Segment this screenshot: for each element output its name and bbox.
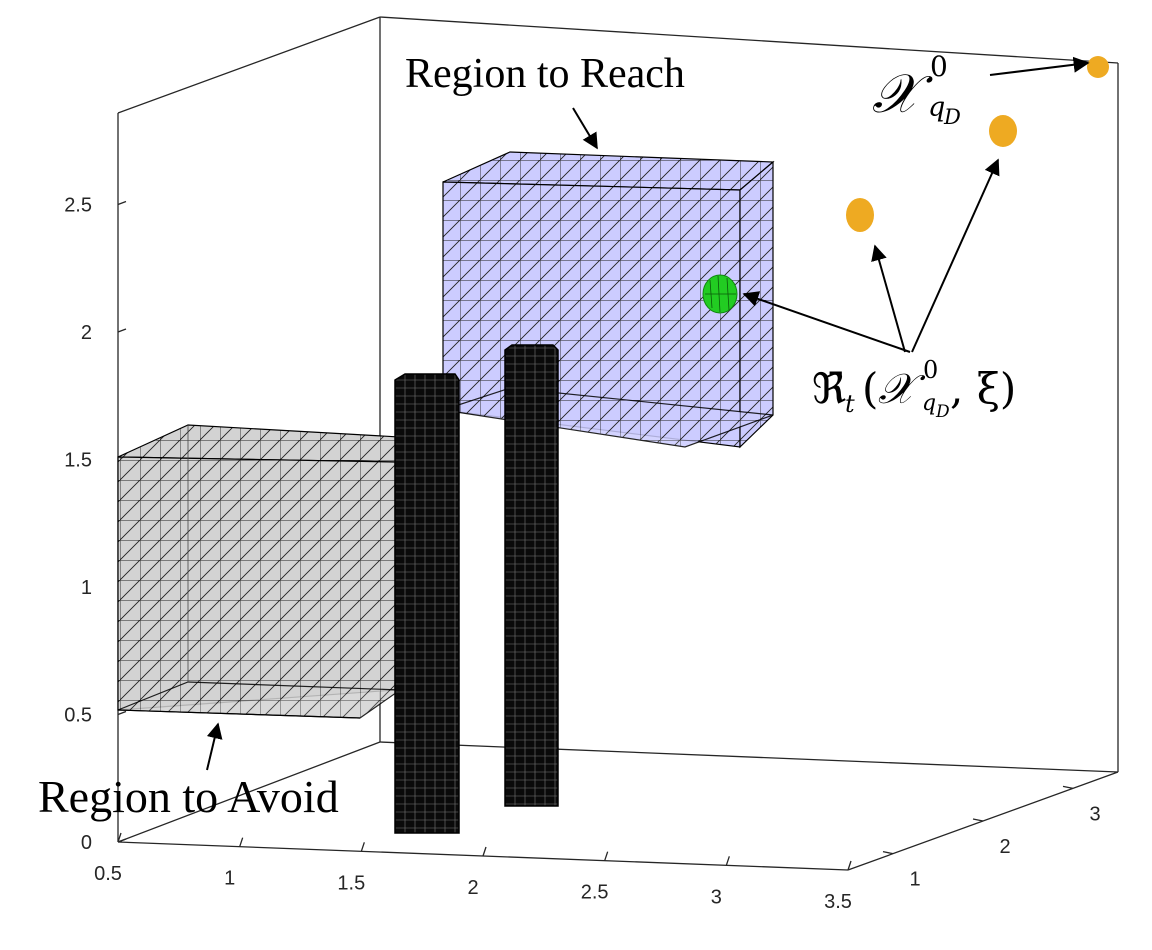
z-tick-mark <box>117 328 127 333</box>
initial-set-label-subscript: q <box>928 92 945 123</box>
z-tick-mark <box>117 838 127 843</box>
obstacles <box>394 344 559 834</box>
axis-line-floor-back <box>379 741 1119 773</box>
x-tick-label: 0.5 <box>94 863 122 885</box>
annotation-arrows <box>206 56 1090 771</box>
arrow-reach-set-to-point-3 <box>871 244 906 353</box>
reach-set-label-arg-subsubscript: D <box>935 402 950 422</box>
reach-set-label-arg-symbol: 𝒳 <box>878 364 926 413</box>
x-tick-mark <box>482 846 487 857</box>
axis-line-floor-left <box>117 741 381 843</box>
region-to-avoid-label: Region to Avoid <box>38 771 339 822</box>
reach-set-label-arg-superscript: 0 <box>923 356 938 384</box>
reach-set-label-subscript: t <box>845 390 855 418</box>
z-tick-label: 1 <box>81 577 92 599</box>
axis-line-top-left <box>117 16 381 114</box>
region-to-avoid-front <box>117 456 396 711</box>
x-tick-label: 3 <box>711 886 722 908</box>
reach-set-label-symbol: ℜ̄ <box>812 364 846 413</box>
initial-set-label-superscript: 0 <box>930 50 948 83</box>
x-tick-mark <box>604 851 609 861</box>
arrow-initial-set-label <box>989 56 1090 76</box>
initial-set-label: 𝒳 0 q D <box>872 50 961 129</box>
region-to-reach-label: Region to Reach <box>405 51 685 97</box>
reach-set-label-arg-rest: , ξ) <box>950 364 1016 413</box>
z-tick-label: 2 <box>81 322 92 344</box>
x-tick-label: 3.5 <box>824 891 852 913</box>
z-axis-ticks: 0 0.5 1 1.5 2 2.5 <box>64 195 127 854</box>
x-tick-mark <box>725 856 730 866</box>
arrow-reach-set-to-point-2 <box>911 158 1000 353</box>
axis-line-top-back <box>379 16 1119 64</box>
reach-set-label-arg-subscript: q <box>922 391 936 416</box>
x-tick-mark <box>847 860 852 871</box>
arrow-reach-label <box>572 107 598 150</box>
initial-set-points <box>846 56 1109 232</box>
y-tick-mark <box>972 818 984 822</box>
y-tick-label: 3 <box>1089 803 1100 825</box>
y-tick-label: 2 <box>999 836 1010 858</box>
y-tick-mark <box>1062 785 1074 789</box>
reach-set-point-mesh <box>705 275 736 313</box>
obstacle-1 <box>394 373 460 834</box>
x-tick-mark <box>239 837 244 847</box>
reach-set-label: ℜ̄ t ( 𝒳 0 q D , ξ) <box>812 356 1016 422</box>
initial-set-point-3 <box>846 198 874 232</box>
obstacle-2 <box>504 344 559 807</box>
z-tick-mark <box>117 710 127 716</box>
x-axis-ticks: 0.5 1 1.5 2 2.5 3 3.5 <box>94 832 852 913</box>
initial-set-point-1 <box>1087 56 1109 78</box>
region-to-avoid-top <box>117 424 401 463</box>
x-tick-label: 1.5 <box>337 872 365 894</box>
y-axis-ticks: 1 2 3 <box>882 785 1101 891</box>
z-tick-label: 2.5 <box>64 195 92 217</box>
x-tick-label: 1 <box>224 868 235 890</box>
region-to-reach-side <box>739 160 774 449</box>
z-tick-label: 0 <box>81 832 92 854</box>
initial-set-label-symbol: 𝒳 <box>872 62 933 125</box>
arrow-avoid-label <box>206 722 223 771</box>
x-tick-label: 2.5 <box>581 882 609 904</box>
y-tick-label: 1 <box>909 869 920 891</box>
reach-set-label-open-paren: ( <box>862 364 878 413</box>
region-to-avoid <box>117 424 402 719</box>
y-tick-mark <box>882 851 894 855</box>
x-tick-label: 2 <box>467 877 478 899</box>
initial-set-label-subsubscript: D <box>943 105 961 129</box>
arrow-reach-set-to-green <box>742 291 911 353</box>
z-tick-label: 0.5 <box>64 705 92 727</box>
x-tick-mark <box>117 832 122 843</box>
x-tick-mark <box>360 842 365 852</box>
initial-set-point-2 <box>989 115 1017 147</box>
z-tick-label: 1.5 <box>64 450 92 472</box>
z-tick-mark <box>117 200 127 206</box>
